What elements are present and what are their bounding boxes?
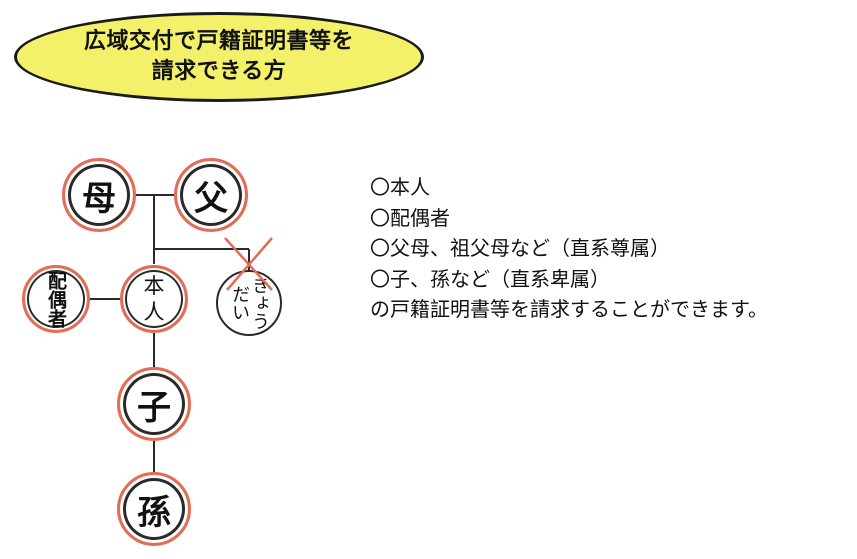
father-label: 父 — [194, 178, 228, 219]
grandchild-label: 孫 — [137, 492, 171, 533]
child-node: 子 — [117, 367, 191, 441]
self-node: 本 人 — [120, 265, 188, 333]
list-item: 〇配偶者 — [370, 205, 450, 230]
self-label-char-2: 人 — [143, 300, 165, 324]
spouse-label: 配偶者 — [45, 270, 67, 328]
list-item: 〇父母、祖父母など（直系尊属） — [370, 236, 670, 260]
list-item: 〇子、孫など（直系卑属） — [370, 266, 610, 291]
sibling-label: きょう だい — [229, 276, 270, 330]
list-item: 〇本人 — [370, 175, 430, 199]
title-line-1: 広域交付で戸籍証明書等を — [83, 29, 354, 54]
mother-label: 母 — [82, 178, 116, 219]
title-banner: 広域交付で戸籍証明書等を 請求できる方 — [14, 12, 424, 102]
list-conclusion: の戸籍証明書等を請求することができます。 — [370, 297, 768, 321]
child-label: 子 — [137, 387, 171, 428]
eligible-persons-list: 〇本人 〇配偶者 〇父母、祖父母など（直系尊属） 〇子、孫など（直系卑属） の戸… — [370, 172, 850, 325]
spouse-node: 配偶者 — [22, 265, 90, 333]
sibling-node: きょう だい — [216, 270, 282, 336]
title-line-2: 請求できる方 — [151, 59, 287, 84]
mother-node: 母 — [62, 158, 136, 232]
self-label-char-1: 本 — [143, 274, 165, 298]
grandchild-node: 孫 — [117, 472, 191, 546]
sibling-label-col-2: だい — [229, 285, 250, 321]
father-node: 父 — [174, 158, 248, 232]
self-label: 本 人 — [144, 273, 165, 325]
sibling-label-col-1: きょう — [249, 276, 270, 330]
